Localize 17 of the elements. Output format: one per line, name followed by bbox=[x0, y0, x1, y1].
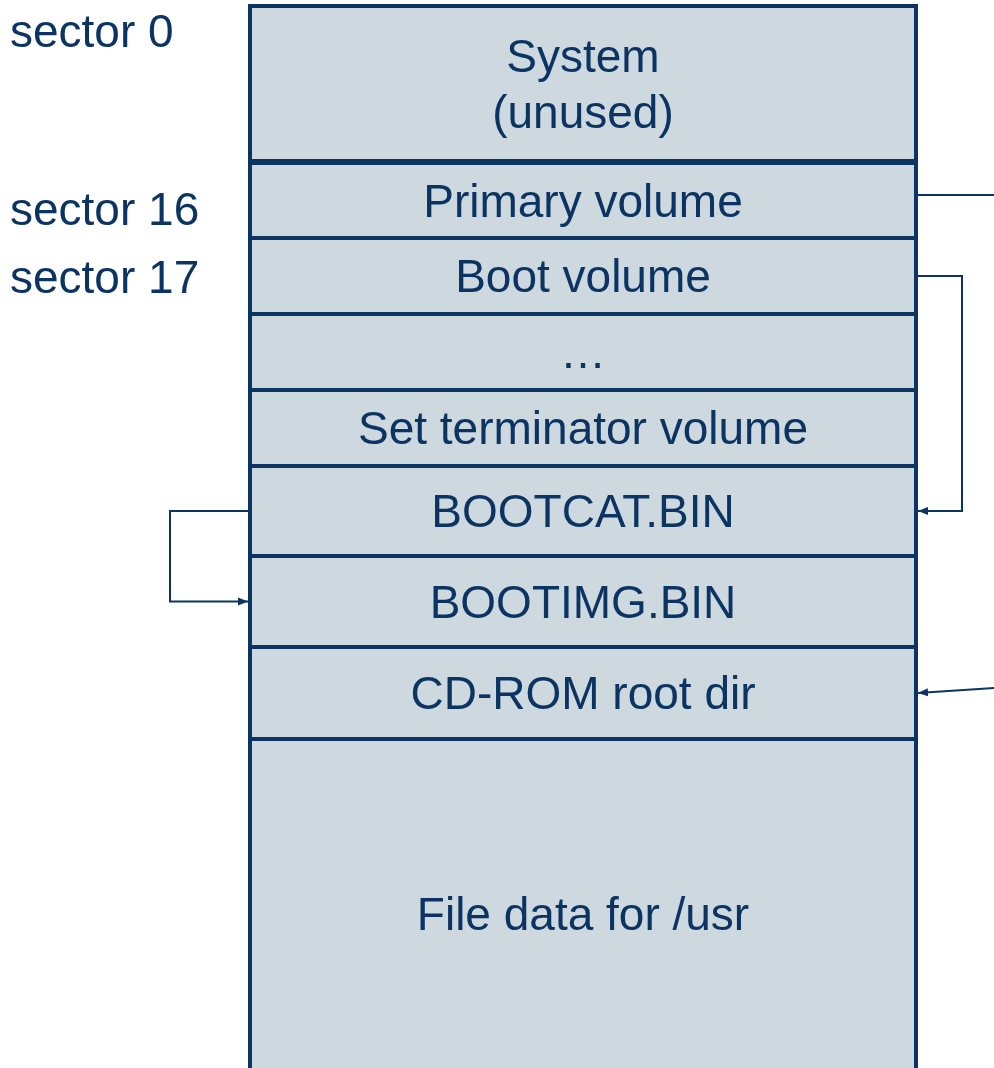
block-label: … bbox=[560, 325, 606, 380]
sector-label: sector 16 bbox=[10, 184, 200, 234]
block-label: System (unused) bbox=[491, 28, 675, 140]
storage-block bbox=[248, 4, 918, 163]
arrow bbox=[917, 275, 963, 515]
connector-line bbox=[917, 194, 994, 196]
block-label: BOOTIMG.BIN bbox=[429, 574, 737, 630]
block-label: Primary volume bbox=[423, 173, 743, 229]
block-label: File data for /usr bbox=[416, 886, 750, 942]
sector-label: sector 0 bbox=[10, 6, 174, 56]
block-label: BOOTCAT.BIN bbox=[431, 484, 735, 539]
arrow bbox=[917, 687, 994, 697]
sector-label: sector 17 bbox=[10, 252, 200, 302]
block-label: CD-ROM root dir bbox=[410, 666, 756, 721]
arrow bbox=[169, 510, 249, 606]
block-label: Boot volume bbox=[455, 249, 711, 304]
block-label: Set terminator volume bbox=[358, 401, 808, 456]
